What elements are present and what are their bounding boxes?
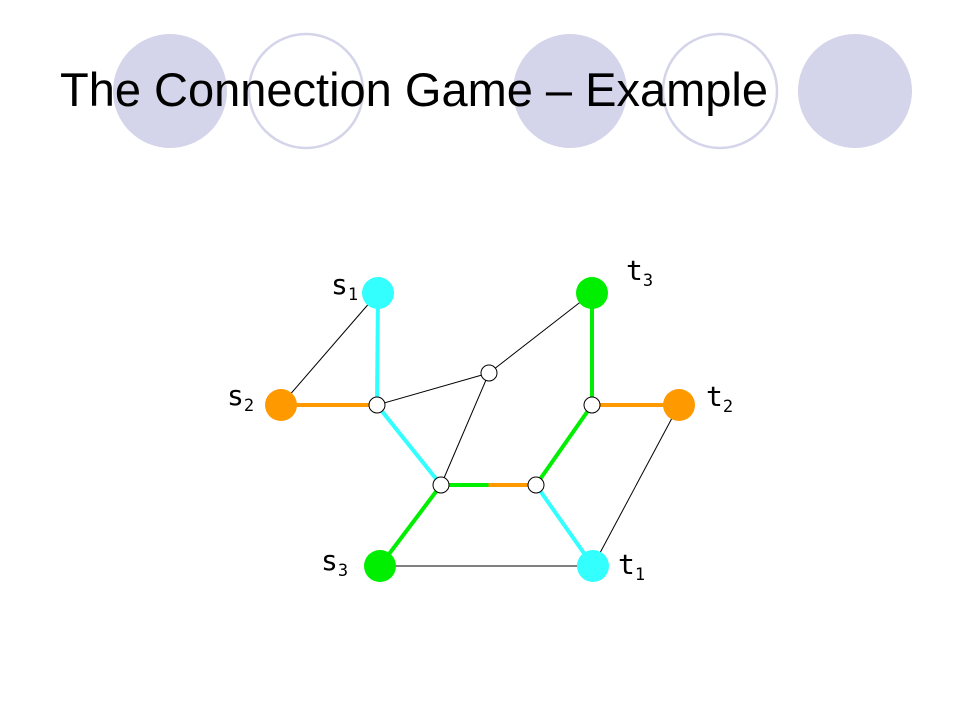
edge-s1-ja-player1	[375, 292, 380, 406]
junction-node-a	[368, 396, 386, 414]
edge-jb-jc-plain	[440, 372, 490, 486]
node-label-s2-base: s	[227, 379, 244, 412]
node-label-t3-subscript: 3	[643, 271, 653, 291]
nodes-group	[265, 277, 695, 582]
junction-node-c	[432, 476, 450, 494]
edge-jb-t3-plain	[488, 292, 593, 374]
slide-title: The Connection Game – Example	[60, 63, 768, 116]
node-label-s1-subscript: 1	[348, 285, 358, 305]
decor-ring-circle-4	[661, 32, 779, 150]
node-label-s3-subscript: 3	[338, 561, 348, 581]
decor-filled-circle-3	[513, 34, 627, 148]
edge-t1-t2-plain	[592, 404, 680, 567]
terminal-node-s2	[265, 389, 297, 421]
edge-jd-t1-player1	[534, 483, 595, 568]
node-label-s3: s3	[321, 544, 348, 581]
node-label-s3-base: s	[321, 544, 338, 577]
edge-ja-jc-player1	[375, 403, 443, 487]
junction-node-d	[527, 476, 545, 494]
junction-node-b	[480, 364, 498, 382]
edges-group	[280, 292, 680, 568]
node-label-t1-subscript: 1	[635, 565, 645, 585]
terminal-node-s1	[362, 277, 394, 309]
node-label-s1-base: s	[331, 268, 348, 301]
decor-filled-circle-5	[798, 34, 912, 148]
node-label-t3: t3	[626, 254, 653, 291]
edge-s1-s2-plain	[280, 292, 379, 406]
edge-je-jd-player3	[534, 403, 594, 487]
node-label-t2-subscript: 2	[723, 397, 733, 417]
terminal-node-t1	[577, 550, 609, 582]
decor-ring-circle-2	[247, 32, 365, 150]
terminal-node-s3	[364, 550, 396, 582]
node-label-s2: s2	[227, 379, 254, 416]
node-label-t1: t1	[618, 548, 645, 585]
edge-s3-jc-player3	[378, 483, 443, 568]
node-label-s1: s1	[331, 268, 358, 305]
node-label-t2-base: t	[706, 380, 723, 413]
junction-node-e	[583, 396, 601, 414]
node-label-s2-subscript: 2	[244, 396, 254, 416]
terminal-node-t2	[663, 389, 695, 421]
edge-ja-jb-plain	[376, 372, 490, 406]
node-label-t2: t2	[706, 380, 733, 417]
decor-filled-circle-1	[113, 34, 227, 148]
node-label-t1-base: t	[618, 548, 635, 581]
terminal-node-t3	[576, 277, 608, 309]
node-label-t3-base: t	[626, 254, 643, 287]
